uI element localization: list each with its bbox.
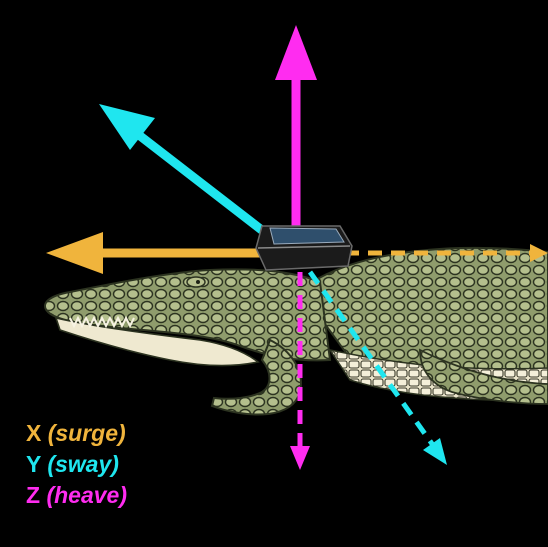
device-screen <box>269 227 345 245</box>
crocodile-back-leg <box>419 348 548 405</box>
legend-y: Y (sway) <box>26 449 127 480</box>
y-axis-positive-line <box>132 128 275 242</box>
y-axis-positive-arrowhead <box>99 104 155 150</box>
legend-x-letter: X <box>26 420 42 446</box>
legend-z: Z (heave) <box>26 480 127 511</box>
legend-x: X (surge) <box>26 418 127 449</box>
device-highlight <box>257 245 351 249</box>
x-axis-positive-arrowhead <box>46 232 103 274</box>
positive-axis-lines <box>46 25 317 274</box>
y-axis-negative-arrowhead <box>423 438 447 465</box>
legend-y-letter: Y <box>26 451 41 477</box>
negative-axis-lines <box>290 244 548 470</box>
crocodile-teeth <box>69 315 135 329</box>
z-axis-negative-arrowhead <box>290 446 310 470</box>
legend-z-name: (heave) <box>46 482 127 508</box>
crocodile-front-leg <box>210 338 302 416</box>
axis-legend: X (surge) Y (sway) Z (heave) <box>26 418 127 511</box>
y-axis-negative-line <box>307 270 438 450</box>
legend-z-letter: Z <box>26 482 41 508</box>
x-axis-negative-arrowhead <box>530 244 548 262</box>
data-logger-device <box>255 225 353 271</box>
legend-x-name: (surge) <box>47 420 126 446</box>
crocodile-head <box>43 268 332 362</box>
crocodile-illustration <box>43 246 548 416</box>
legend-y-name: (sway) <box>47 451 119 477</box>
crocodile-jaw <box>54 316 260 367</box>
z-axis-positive-arrowhead <box>275 25 317 80</box>
